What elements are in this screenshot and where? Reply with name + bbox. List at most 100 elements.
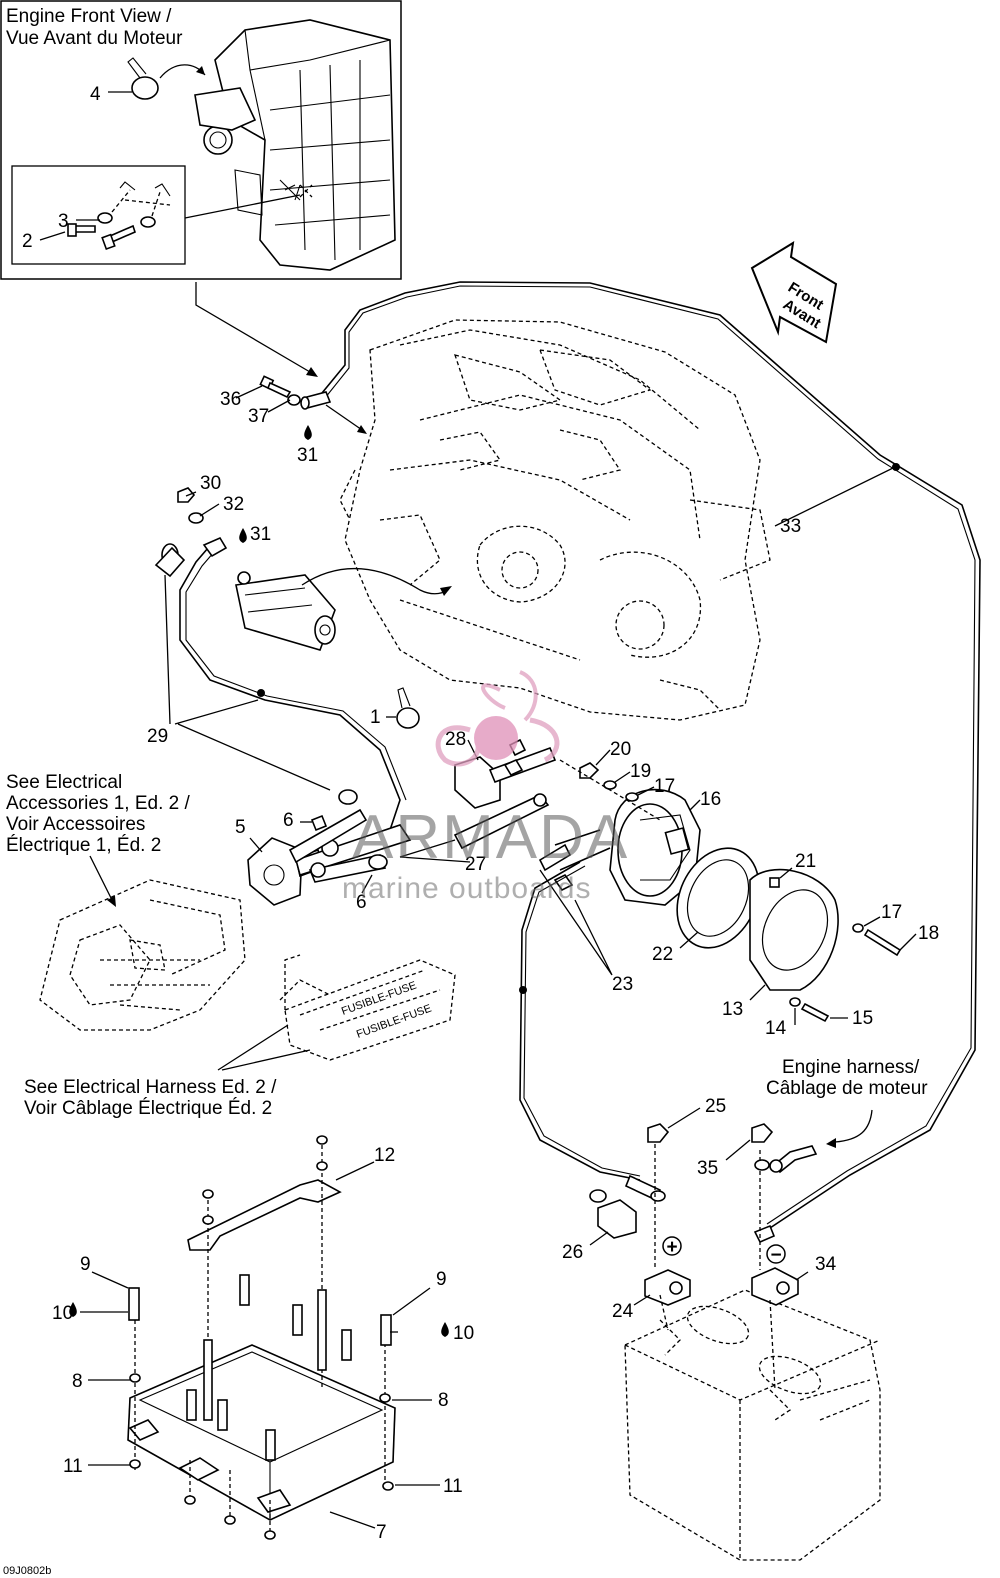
boot-29: [338, 789, 358, 805]
svg-text:Voir Accessoires: Voir Accessoires: [6, 814, 145, 835]
front-direction-arrow: Front Avant: [750, 241, 838, 344]
clamp-part-4: [127, 57, 159, 100]
callout-14: 14: [765, 1018, 787, 1039]
callout-23: 23: [612, 974, 633, 995]
tray-bolts: [128, 1135, 394, 1540]
callout-10a: 10: [52, 1303, 73, 1324]
adhesive-drop-icon-10a: [69, 1302, 77, 1317]
svg-text:See Electrical Harness Ed. 2 /: See Electrical Harness Ed. 2 /: [24, 1077, 277, 1098]
callout-12: 12: [374, 1145, 395, 1166]
positive-cable-29: [154, 536, 407, 831]
callout-3: 3: [58, 211, 69, 232]
callout-15: 15: [852, 1008, 873, 1029]
engine-front-view-inset: Engine Front View / Vue Avant du Moteur: [0, 0, 402, 280]
callout-32: 32: [223, 494, 244, 515]
watermark-title: ARMADA: [352, 803, 629, 872]
callout-27: 27: [465, 854, 486, 875]
ground-cable-33: [300, 281, 981, 1244]
callout-11b: 11: [443, 1476, 463, 1497]
washer-17b: [852, 923, 864, 933]
callout-24: 24: [612, 1301, 634, 1322]
callout-7: 7: [376, 1522, 387, 1543]
negative-sign: −: [770, 1245, 781, 1266]
svg-text:See Electrical: See Electrical: [6, 772, 122, 793]
svg-text:Voir Câblage Électrique Éd. 2: Voir Câblage Électrique Éd. 2: [24, 1098, 272, 1119]
callout-33: 33: [780, 516, 801, 537]
adhesive-drop-icon-31: [239, 528, 247, 543]
watermark-subtitle: marine outboards: [342, 872, 591, 905]
callout-35: 35: [697, 1158, 718, 1179]
callout-25: 25: [705, 1096, 726, 1117]
washer-19: [603, 780, 617, 790]
bolt-36: [259, 375, 292, 399]
svg-text:Électrique 1, Éd. 2: Électrique 1, Éd. 2: [6, 835, 161, 856]
fuse-box: FUSIBLE-FUSE FUSIBLE-FUSE: [279, 954, 456, 1061]
svg-text:Câblage de moteur: Câblage de moteur: [766, 1078, 928, 1099]
callout-2: 2: [22, 231, 33, 252]
adhesive-drop-icon: [304, 425, 312, 440]
nut-25: [647, 1123, 670, 1143]
adhesive-drop-icon-10b: [441, 1322, 449, 1337]
callout-26: 26: [562, 1242, 583, 1263]
positive-terminal-24: +: [644, 1130, 691, 1331]
callout-numbers: 4 3 2 36 37 31 30 32 31 33 29 1 28 20 19…: [22, 84, 939, 1543]
callout-29: 29: [147, 726, 168, 747]
note-engine-harness: Engine harness/ Câblage de moteur: [766, 1057, 928, 1099]
callout-5: 5: [235, 817, 246, 838]
bushing-21: [769, 877, 780, 888]
callout-20: 20: [610, 739, 631, 760]
electrical-accessories-phantom: [39, 879, 246, 1031]
callout-6b: 6: [356, 892, 367, 913]
gasket-22: [676, 847, 760, 949]
engine-front-sketch: [194, 19, 396, 271]
callout-28: 28: [445, 729, 466, 750]
inset-title-line2: Vue Avant du Moteur: [6, 28, 183, 49]
callout-36: 36: [220, 389, 241, 410]
callout-9b: 9: [436, 1269, 447, 1290]
screw-18: [863, 928, 902, 957]
note-electrical-harness: See Electrical Harness Ed. 2 / Voir Câbl…: [24, 1077, 277, 1119]
engine-phantom: [339, 319, 771, 721]
battery: [624, 1289, 881, 1561]
callout-31b: 31: [250, 524, 271, 545]
callout-19: 19: [630, 761, 651, 782]
boot-27: [368, 854, 388, 870]
callout-10b: 10: [453, 1323, 474, 1344]
washer-8b: [379, 1393, 391, 1403]
svg-text:Engine harness/: Engine harness/: [782, 1057, 920, 1078]
screw-15: [800, 1002, 830, 1023]
engine-harness-wire: [769, 1145, 818, 1174]
washer-17a: [625, 792, 639, 802]
callout-8a: 8: [72, 1371, 83, 1392]
svg-text:Accessories 1, Ed. 2 /: Accessories 1, Ed. 2 /: [6, 793, 190, 814]
callout-37: 37: [248, 406, 269, 427]
callout-18: 18: [918, 923, 939, 944]
bracket-12: [187, 1179, 342, 1251]
callout-30: 30: [200, 473, 221, 494]
cover-13: [749, 868, 839, 991]
washer-32: [188, 512, 204, 524]
inset-title-line1: Engine Front View /: [6, 6, 172, 27]
watermark: ARMADA marine outboards: [342, 670, 629, 905]
callout-1: 1: [370, 707, 381, 728]
washer-8a: [129, 1373, 141, 1383]
callout-16: 16: [700, 789, 721, 810]
starter-end-cover-16: [609, 788, 701, 906]
battery-tray-7: [127, 1344, 396, 1521]
callout-21: 21: [795, 851, 816, 872]
callout-leaders: [39, 91, 917, 1529]
clamp-1: [396, 687, 420, 729]
figure-code: 09J0802b: [3, 1565, 51, 1577]
washer-11a: [129, 1459, 141, 1469]
callout-8b: 8: [438, 1390, 449, 1411]
callout-11a: 11: [63, 1456, 83, 1477]
washer-37: [287, 394, 301, 406]
terminal-cap-26: [589, 1189, 637, 1239]
cable-27: [288, 808, 412, 883]
nut-30: [177, 487, 196, 503]
callout-34: 34: [815, 1254, 837, 1275]
callout-22: 22: [652, 944, 673, 965]
washer-14: [789, 997, 801, 1007]
callout-6a: 6: [283, 810, 294, 831]
